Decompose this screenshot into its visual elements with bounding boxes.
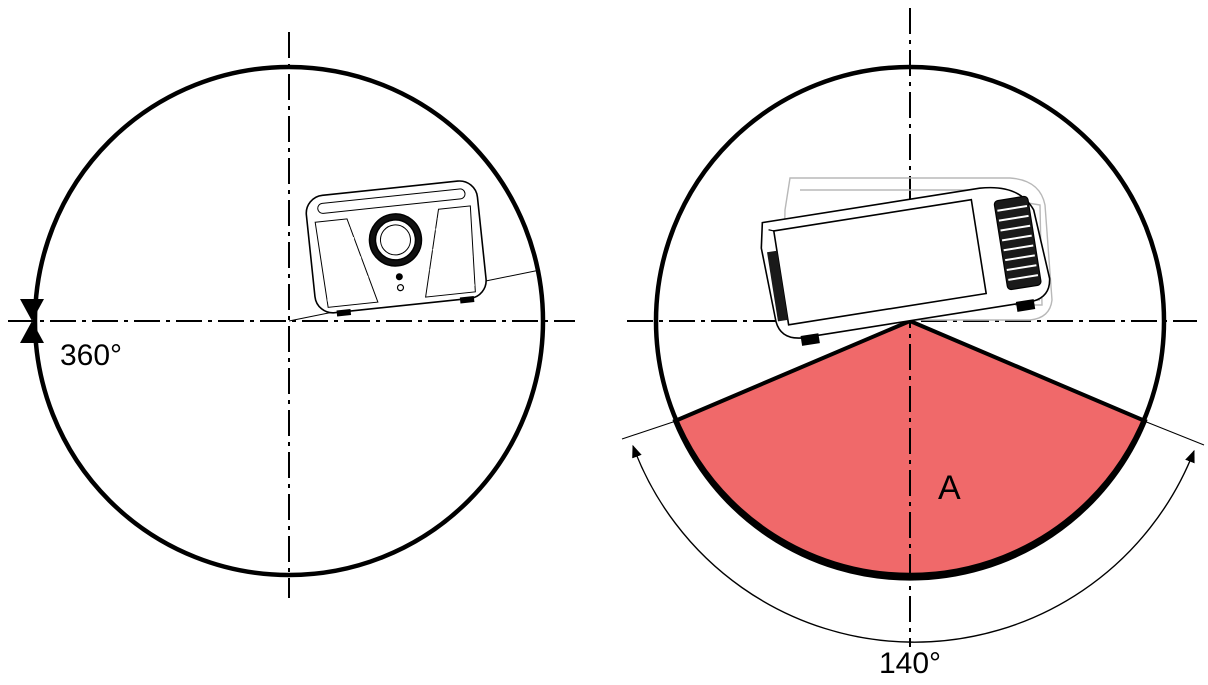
right-diagram: A 140° [621,8,1205,680]
angle-extension-left [621,420,677,440]
rotation-label: 360° [60,339,122,372]
left-rotation-circle [32,64,546,578]
right-vent-grille [425,205,476,298]
angle-extension-right [1143,420,1205,446]
lens-icon [368,213,423,267]
left-diagram: 360° [8,32,575,598]
right-rotation-circle [653,64,1167,578]
rotation-marker-icon [20,299,44,343]
angle-arc-arrow [632,444,1195,643]
zone-label: A [938,469,961,507]
projector-side-icon [760,186,1051,346]
angle-label: 140° [879,647,941,680]
side-vent-grille [993,195,1042,291]
projector-front-icon [305,180,487,317]
left-vent-grille [314,218,379,308]
